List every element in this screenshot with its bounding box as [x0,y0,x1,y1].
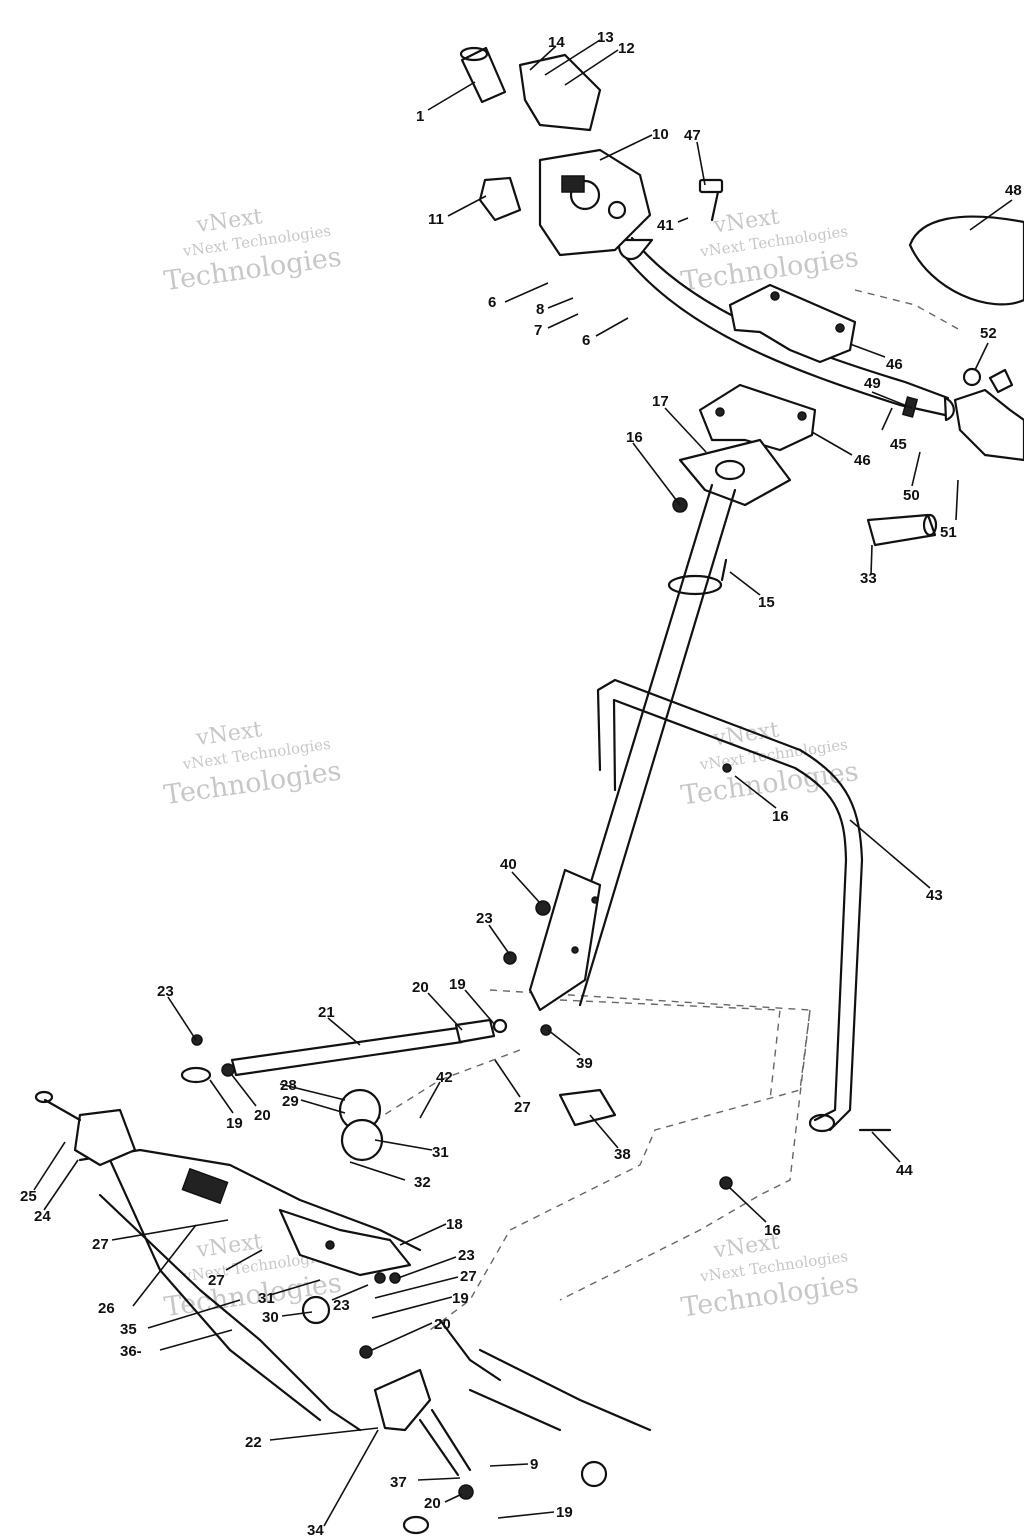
callout-43: 43 [926,887,943,904]
spindle-arm [373,1368,472,1535]
tie-rod [180,1018,508,1084]
steering-column [528,483,737,1012]
callout-23-arm: 23 [458,1247,475,1264]
throttle-housing [538,148,652,257]
right-grip-assembly [908,215,1024,462]
callout-28: 28 [280,1077,297,1094]
watermark-top-left: vNext vNext Technologies Technologies [162,204,343,297]
callout-9: 9 [530,1456,538,1473]
throttle-lever [518,53,602,132]
callout-32: 32 [414,1174,431,1191]
callout-8: 8 [536,301,544,318]
callout-35: 35 [120,1321,137,1338]
watermark-middle-left: vNext vNext Technologies Technologies [162,717,343,811]
callout-31-lower: 31 [258,1290,275,1307]
callout-16-bottom: 16 [764,1222,781,1239]
callout-labels: 1 14 13 12 10 47 48 11 41 6 8 7 6 46 52 … [20,29,1022,1536]
callout-19-bottom: 19 [556,1504,573,1521]
callout-12: 12 [618,40,635,57]
callout-17: 17 [652,393,669,410]
callout-25: 25 [20,1188,37,1205]
callout-42: 42 [436,1069,453,1086]
callout-36: 36- [120,1343,142,1360]
riser-plate [678,438,792,507]
callout-19-rod: 19 [449,976,466,993]
callout-13: 13 [597,29,614,46]
handlebar-clamp-upper [728,283,857,364]
callout-39: 39 [576,1055,593,1072]
callout-15: 15 [758,594,775,611]
callout-23-column: 23 [476,910,493,927]
callout-46-upper: 46 [886,356,903,373]
leader-lines [33,39,1013,1527]
callout-19-arm: 19 [452,1290,469,1307]
callout-6-upper: 6 [488,294,496,311]
callout-16-top: 16 [626,429,643,446]
callout-26: 26 [98,1300,115,1317]
callout-51: 51 [940,524,957,541]
callout-16-middle: 16 [772,808,789,825]
callout-23-left: 23 [157,983,174,1000]
callout-41: 41 [657,217,674,234]
callout-33: 33 [860,570,877,587]
grip-33 [866,513,938,547]
callout-27-mid: 27 [208,1272,225,1289]
callout-31-upper: 31 [432,1144,449,1161]
callout-20-rod: 20 [412,979,429,996]
callout-50: 50 [903,487,920,504]
callout-23-lower: 23 [333,1297,350,1314]
callout-27-right: 27 [460,1268,477,1285]
callout-29: 29 [282,1093,299,1110]
callout-34: 34 [307,1522,324,1536]
kill-switch [478,176,522,222]
callout-1: 1 [416,108,424,125]
callout-22: 22 [245,1434,262,1451]
callout-11: 11 [428,211,444,228]
grab-bar [596,678,864,1133]
callout-38: 38 [614,1146,631,1163]
callout-10: 10 [652,126,669,143]
callout-6-lower: 6 [582,332,590,349]
callout-37: 37 [390,1474,407,1491]
callout-20-left: 20 [254,1107,271,1124]
watermark-middle-right: vNext vNext Technologies Technologies [679,718,860,812]
handlebar-clamp-lower [698,383,817,452]
left-spindle [34,1090,137,1167]
hardware-bits [191,178,982,1500]
callout-52: 52 [980,325,997,342]
callout-7: 7 [534,322,542,339]
steering-arm-plate [278,1208,412,1277]
callout-40: 40 [500,856,517,873]
callout-30: 30 [262,1309,279,1326]
callout-20-bottom: 20 [424,1495,441,1512]
callout-46-lower: 46 [854,452,871,469]
callout-48: 48 [1005,182,1022,199]
callout-21: 21 [318,1004,335,1021]
callout-27-left: 27 [92,1236,109,1253]
frame-phantom-outline [359,289,961,1331]
callout-20-arm: 20 [434,1316,451,1333]
callout-18: 18 [446,1216,463,1233]
callout-45: 45 [890,436,907,453]
callout-19-left: 19 [226,1115,243,1132]
callout-14: 14 [548,34,565,51]
watermark-top-right: vNext vNext Technologies Technologies [679,205,860,298]
callout-44: 44 [896,1162,913,1179]
callout-49: 49 [864,375,881,392]
callout-24: 24 [34,1208,51,1225]
callout-47: 47 [684,127,701,144]
callout-27-rod: 27 [514,1099,531,1116]
grip-left [459,46,507,104]
